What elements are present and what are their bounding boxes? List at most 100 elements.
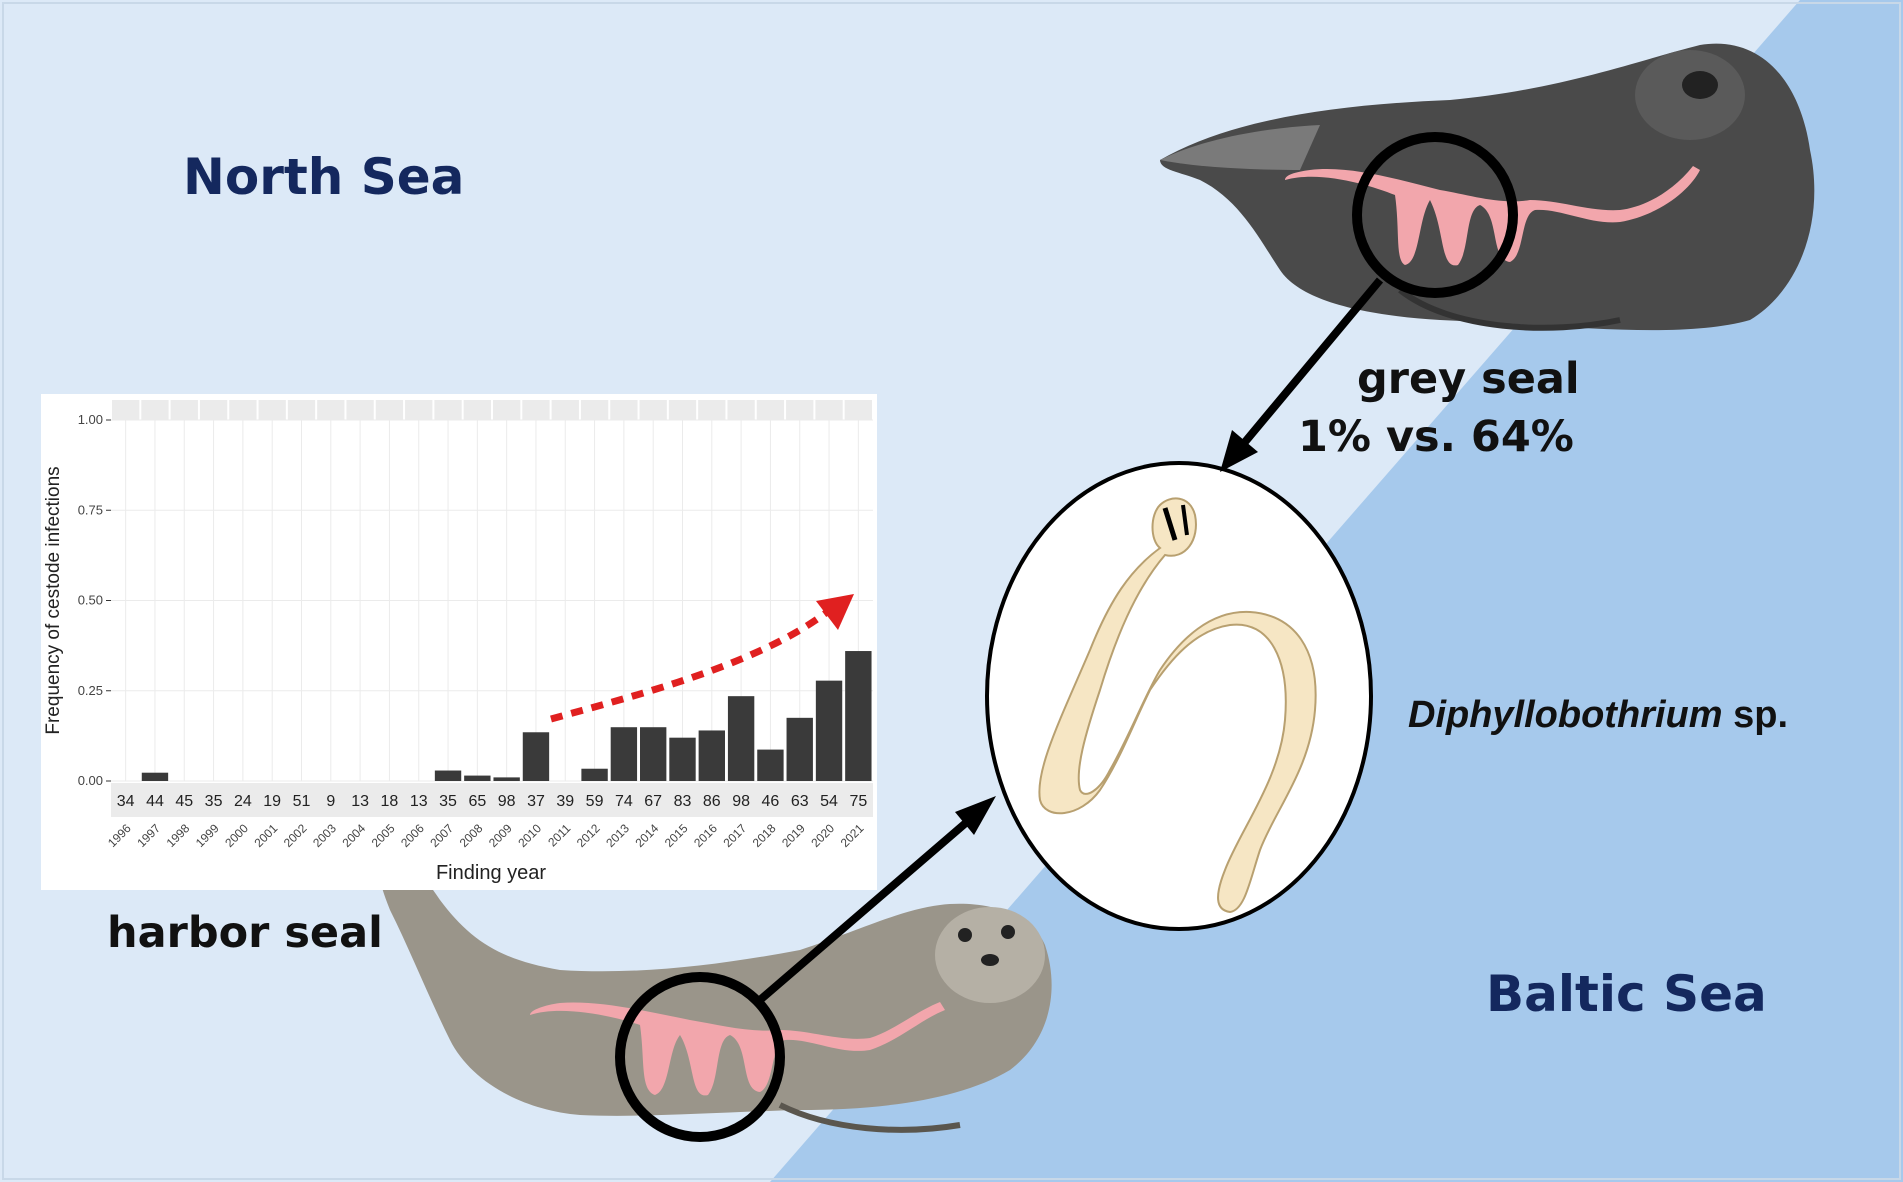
- bar: [786, 717, 813, 781]
- bar: [757, 749, 784, 781]
- facet-strip: [756, 400, 785, 420]
- bar: [845, 651, 872, 781]
- bar: [640, 727, 667, 781]
- x-tick-label: 2015: [662, 821, 691, 850]
- sample-size-label: 39: [556, 793, 574, 810]
- bar: [581, 768, 608, 781]
- x-tick-label: 2018: [750, 821, 779, 850]
- facet-strip: [698, 400, 726, 420]
- x-tick-label: 1998: [164, 821, 193, 850]
- facet-strip: [112, 400, 140, 420]
- facet-strip: [786, 400, 814, 420]
- species-genus: Diphyllobothrium: [1408, 694, 1723, 736]
- sample-size-label: 46: [762, 793, 780, 810]
- connector-arrows: [757, 277, 1384, 1004]
- y-tick-label: 0.00: [78, 773, 103, 788]
- sample-size-label: 98: [498, 793, 516, 810]
- x-tick-label: 2020: [808, 821, 837, 850]
- x-tick-label: 1999: [193, 821, 222, 850]
- sample-size-label: 51: [293, 793, 311, 810]
- facet-strip: [580, 400, 609, 420]
- bar: [522, 732, 550, 781]
- trend-arrow-head: [816, 594, 854, 630]
- facet-strip: [170, 400, 198, 420]
- x-tick-label: 2021: [838, 821, 867, 850]
- y-tick-label: 0.50: [78, 593, 103, 608]
- sample-size-label: 44: [146, 793, 164, 810]
- sample-size-label: 18: [381, 793, 399, 810]
- x-tick-label: 2009: [486, 821, 515, 850]
- x-tick-label: 2016: [691, 821, 720, 850]
- facet-strip: [551, 400, 579, 420]
- north-sea-label: North Sea: [183, 148, 465, 206]
- facet-strip: [844, 400, 872, 420]
- x-tick-label: 2010: [515, 821, 544, 850]
- facet-strip: [141, 400, 169, 420]
- facet-strip: [287, 400, 316, 420]
- x-tick-label: 2001: [252, 821, 281, 850]
- sample-size-label: 75: [849, 793, 867, 810]
- sample-size-label: 54: [820, 793, 838, 810]
- facet-strip: [258, 400, 286, 420]
- sample-size-label: 65: [468, 793, 486, 810]
- sample-size-label: 45: [175, 793, 193, 810]
- bar: [464, 775, 491, 781]
- facet-strip: [668, 400, 697, 420]
- sample-size-label: 83: [674, 793, 692, 810]
- bar: [815, 680, 843, 781]
- sample-size-label: 37: [527, 793, 545, 810]
- sample-size-label: 9: [326, 793, 335, 810]
- bar: [727, 696, 755, 781]
- facet-strip: [727, 400, 755, 420]
- bar: [698, 730, 725, 781]
- grey-seal-illustration: [1160, 43, 1815, 331]
- facet-strip: [229, 400, 257, 420]
- y-axis-label: Frequency of cestode infections: [43, 466, 64, 734]
- y-tick-label: 0.25: [78, 683, 103, 698]
- x-tick-label: 2006: [398, 821, 427, 850]
- x-tick-label: 1996: [105, 821, 134, 850]
- y-tick-label: 0.75: [78, 502, 103, 517]
- species-label: Diphyllobothrium sp.: [1408, 694, 1788, 737]
- sample-size-band: [111, 783, 873, 817]
- x-tick-label: 2004: [339, 821, 368, 850]
- x-tick-label: 1997: [134, 821, 163, 850]
- sample-size-label: 86: [703, 793, 721, 810]
- x-tick-label: 2000: [222, 821, 251, 850]
- sample-size-label: 19: [263, 793, 281, 810]
- bar: [610, 727, 638, 781]
- species-suffix: sp.: [1733, 694, 1788, 736]
- sample-size-label: 35: [205, 793, 223, 810]
- tapeworm-illustration: [985, 461, 1373, 931]
- facet-strip: [815, 400, 843, 420]
- facet-strip: [199, 400, 228, 420]
- bar: [434, 770, 462, 781]
- x-tick-label: 2017: [720, 821, 749, 850]
- sample-size-label: 74: [615, 793, 633, 810]
- facet-strip: [317, 400, 345, 420]
- x-tick-label: 2003: [310, 821, 339, 850]
- grey-seal-label: grey seal: [1357, 354, 1580, 404]
- x-tick-label: 2007: [427, 821, 456, 850]
- x-tick-label: 2005: [369, 821, 398, 850]
- sample-size-label: 67: [644, 793, 662, 810]
- facet-strip: [522, 400, 550, 420]
- baltic-sea-label: Baltic Sea: [1486, 965, 1767, 1023]
- x-tick-label: 2019: [779, 821, 808, 850]
- bar: [669, 737, 696, 781]
- sample-size-label: 13: [351, 793, 369, 810]
- harbor-seal-label: harbor seal: [107, 908, 383, 958]
- x-axis-label: Finding year: [436, 862, 546, 884]
- x-tick-label: 2012: [574, 821, 603, 850]
- facet-strip: [434, 400, 462, 420]
- x-tick-label: 2008: [457, 821, 486, 850]
- sample-size-label: 34: [117, 793, 135, 810]
- facet-strip: [463, 400, 491, 420]
- facet-strip: [493, 400, 521, 420]
- sample-size-label: 24: [234, 793, 252, 810]
